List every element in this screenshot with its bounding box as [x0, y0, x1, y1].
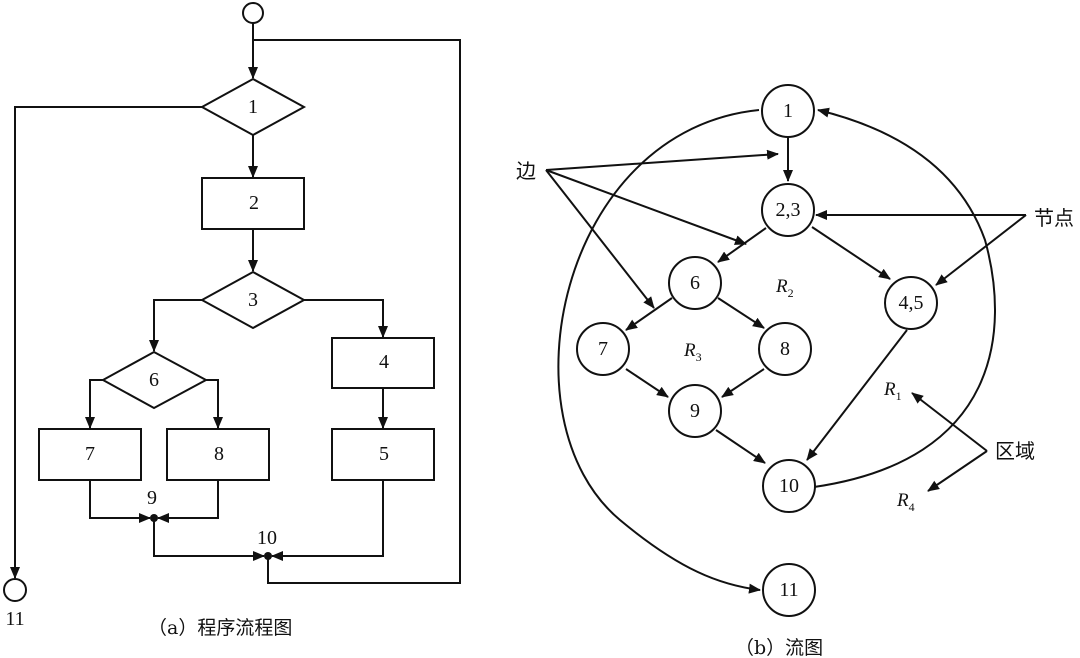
node-10-label: 10 — [257, 527, 277, 549]
graph-node-2-3-label: 2,3 — [776, 199, 801, 221]
node-annotation-label: 节点 — [1034, 206, 1074, 230]
process-node-4 — [331, 337, 435, 389]
flow-graph: 1 2,3 4,5 6 7 8 9 10 — [516, 84, 1074, 658]
region-r3-label: R3 — [683, 340, 702, 364]
node-8-label: 8 — [214, 443, 224, 465]
graph-node-6-label: 6 — [690, 272, 700, 294]
edge-6-7 — [85, 379, 103, 429]
edge-6-7 — [625, 297, 673, 331]
graph-node-4-5: 4,5 — [884, 276, 938, 330]
edge-23-45 — [811, 226, 891, 280]
region-r4-label: R4 — [896, 490, 915, 514]
edge-loop-back — [253, 39, 461, 584]
graph-node-9: 9 — [668, 384, 722, 438]
edge-23-6 — [717, 227, 767, 263]
edge-1-11 — [10, 106, 202, 579]
edge-3-6 — [149, 299, 202, 352]
edge-6-8 — [206, 379, 223, 429]
node-pointer-2 — [935, 214, 1027, 286]
flowchart-caption: （a）程序流程图 — [148, 617, 292, 639]
program-flowchart: 1 11 2 3 6 4 7 8 5 — [3, 2, 461, 639]
node-2-label: 2 — [249, 192, 259, 214]
graph-node-8-label: 8 — [780, 338, 790, 360]
region-pointer-1 — [911, 392, 988, 452]
decision-node-6 — [100, 350, 209, 410]
end-terminal — [3, 578, 27, 602]
edge-pointer-1 — [545, 149, 779, 171]
edge-9-10 — [715, 429, 766, 464]
edge-8-9 — [721, 368, 765, 398]
region-r2-label: R2 — [775, 276, 794, 300]
flowgraph-caption: （b）流图 — [735, 637, 823, 658]
edge-annotation-label: 边 — [516, 159, 536, 183]
process-node-5 — [331, 428, 435, 481]
graph-node-11: 11 — [762, 563, 816, 617]
region-r1-label: R1 — [883, 379, 902, 403]
edge-pointer-3 — [545, 169, 655, 309]
graph-node-9-label: 9 — [690, 400, 700, 422]
graph-node-2-3: 2,3 — [761, 183, 815, 237]
edge-3-4 — [304, 299, 388, 338]
end-terminal-label: 11 — [5, 608, 24, 630]
graph-node-1-label: 1 — [783, 100, 793, 122]
start-terminal — [242, 2, 264, 24]
process-node-7 — [38, 428, 142, 481]
edge-pointer-2 — [545, 169, 747, 245]
junction-10 — [264, 552, 272, 560]
region-annotation-label: 区域 — [995, 439, 1035, 463]
graph-node-1: 1 — [761, 84, 815, 138]
graph-node-7-label: 7 — [598, 338, 608, 360]
edge-6-8 — [717, 297, 765, 329]
graph-node-10-label: 10 — [779, 475, 799, 497]
edge-8-9 — [157, 480, 219, 523]
graph-node-7: 7 — [576, 322, 630, 376]
node-7-label: 7 — [85, 443, 95, 465]
edge-7-9 — [89, 480, 151, 523]
edge-5-10 — [271, 480, 384, 561]
node-9-label: 9 — [147, 487, 157, 509]
node-3-label: 3 — [248, 289, 258, 311]
node-6-label: 6 — [149, 369, 159, 391]
edge-45-10 — [806, 329, 908, 461]
graph-node-11-label: 11 — [779, 579, 798, 601]
graph-node-4-5-label: 4,5 — [899, 292, 924, 314]
graph-node-10: 10 — [762, 459, 816, 513]
edge-9-10 — [153, 518, 265, 561]
node-4-label: 4 — [379, 351, 389, 373]
decision-node-3 — [199, 270, 307, 330]
graph-node-8: 8 — [758, 322, 812, 376]
edge-7-9 — [625, 368, 669, 398]
graph-node-6: 6 — [668, 256, 722, 310]
node-1-label: 1 — [248, 96, 258, 118]
edge-10-1 — [813, 107, 997, 488]
node-5-label: 5 — [379, 443, 389, 465]
region-pointer-2 — [927, 450, 988, 492]
